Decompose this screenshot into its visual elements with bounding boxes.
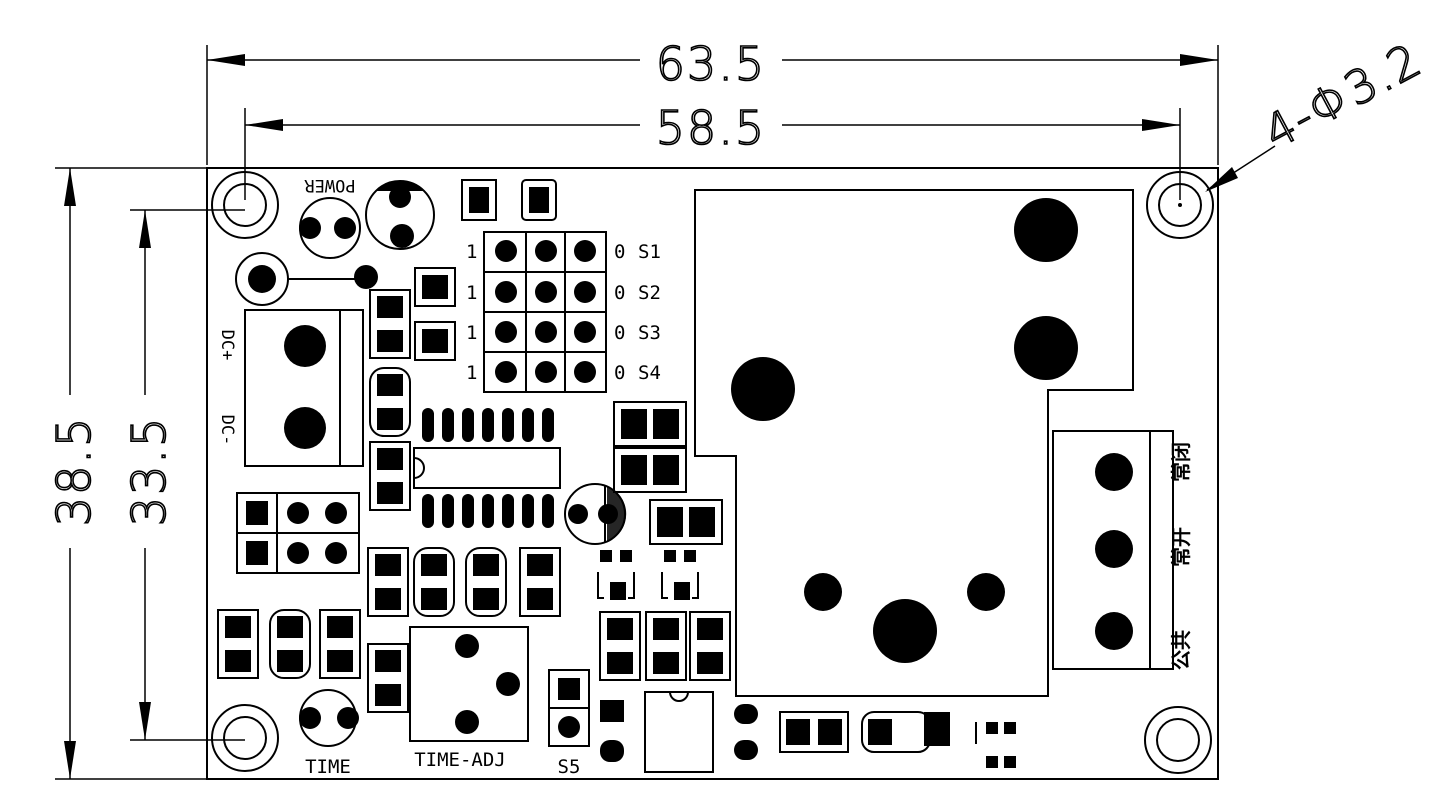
terminal-nc-label: 常闭	[1169, 442, 1193, 482]
ic-chip	[413, 408, 561, 528]
s3-label: S3	[638, 322, 661, 344]
s3-zero: 0	[614, 322, 625, 344]
dimension-height-holes: 33.5	[121, 209, 245, 741]
s1-label: S1	[638, 241, 661, 263]
hole-callout: 4-Φ3.2	[1205, 31, 1432, 192]
relay	[694, 189, 1134, 697]
dim-58-5: 58.5	[656, 101, 766, 155]
dim-hole-callout: 4-Φ3.2	[1255, 32, 1431, 160]
power-led: POWER	[299, 175, 361, 259]
s4-label: S4	[638, 362, 661, 384]
smd-blocks-mid	[613, 401, 723, 545]
s5-jumper: S5	[548, 669, 590, 778]
s2-one: 1	[466, 282, 477, 304]
smd-column-left	[369, 267, 456, 511]
capacitor-top	[365, 180, 435, 250]
time-adj-label: TIME-ADJ	[414, 749, 506, 771]
dimension-height-overall: 38.5	[46, 167, 207, 780]
dimension-width-overall: 63.5	[206, 36, 1219, 165]
time-led: TIME	[299, 689, 359, 778]
sot-components	[597, 550, 699, 600]
s3-one: 1	[466, 322, 477, 344]
relay-terminal-block: 常闭 常开 公共	[1052, 430, 1193, 670]
dc-minus-label: DC-	[217, 415, 237, 446]
small-ic-bottom	[644, 691, 758, 773]
s2-zero: 0	[614, 282, 625, 304]
dim-33-5: 33.5	[122, 416, 176, 526]
s5-label: S5	[558, 756, 581, 778]
dc-terminal-block: DC+ DC-	[217, 309, 364, 467]
diode	[235, 252, 378, 306]
smd-time-group	[217, 609, 409, 713]
mounting-holes	[211, 171, 1214, 774]
s1-zero: 0	[614, 241, 625, 263]
smd-pads-top	[461, 179, 557, 221]
s1-one: 1	[466, 241, 477, 263]
s2-label: S2	[638, 282, 661, 304]
jumper-block	[236, 492, 360, 574]
time-label: TIME	[305, 756, 351, 778]
time-adj-potentiometer: TIME-ADJ	[409, 626, 529, 771]
smd-bank-lower	[599, 611, 731, 762]
smd-bottom-right	[779, 711, 1016, 768]
terminal-no-label: 常开	[1169, 527, 1193, 567]
s4-zero: 0	[614, 362, 625, 384]
power-label: POWER	[304, 175, 356, 195]
terminal-com-label: 公共	[1169, 630, 1193, 670]
dip-switch-header: 1 1 1 1 0 0 0 0 S1 S2 S3 S4	[466, 231, 661, 393]
smd-row-lower	[367, 547, 561, 617]
board-outline	[206, 167, 1219, 780]
s4-one: 1	[466, 362, 477, 384]
dim-63-5: 63.5	[656, 37, 766, 91]
transistor	[564, 483, 627, 545]
dc-plus-label: DC+	[217, 330, 237, 361]
dim-38-5: 38.5	[47, 416, 101, 526]
